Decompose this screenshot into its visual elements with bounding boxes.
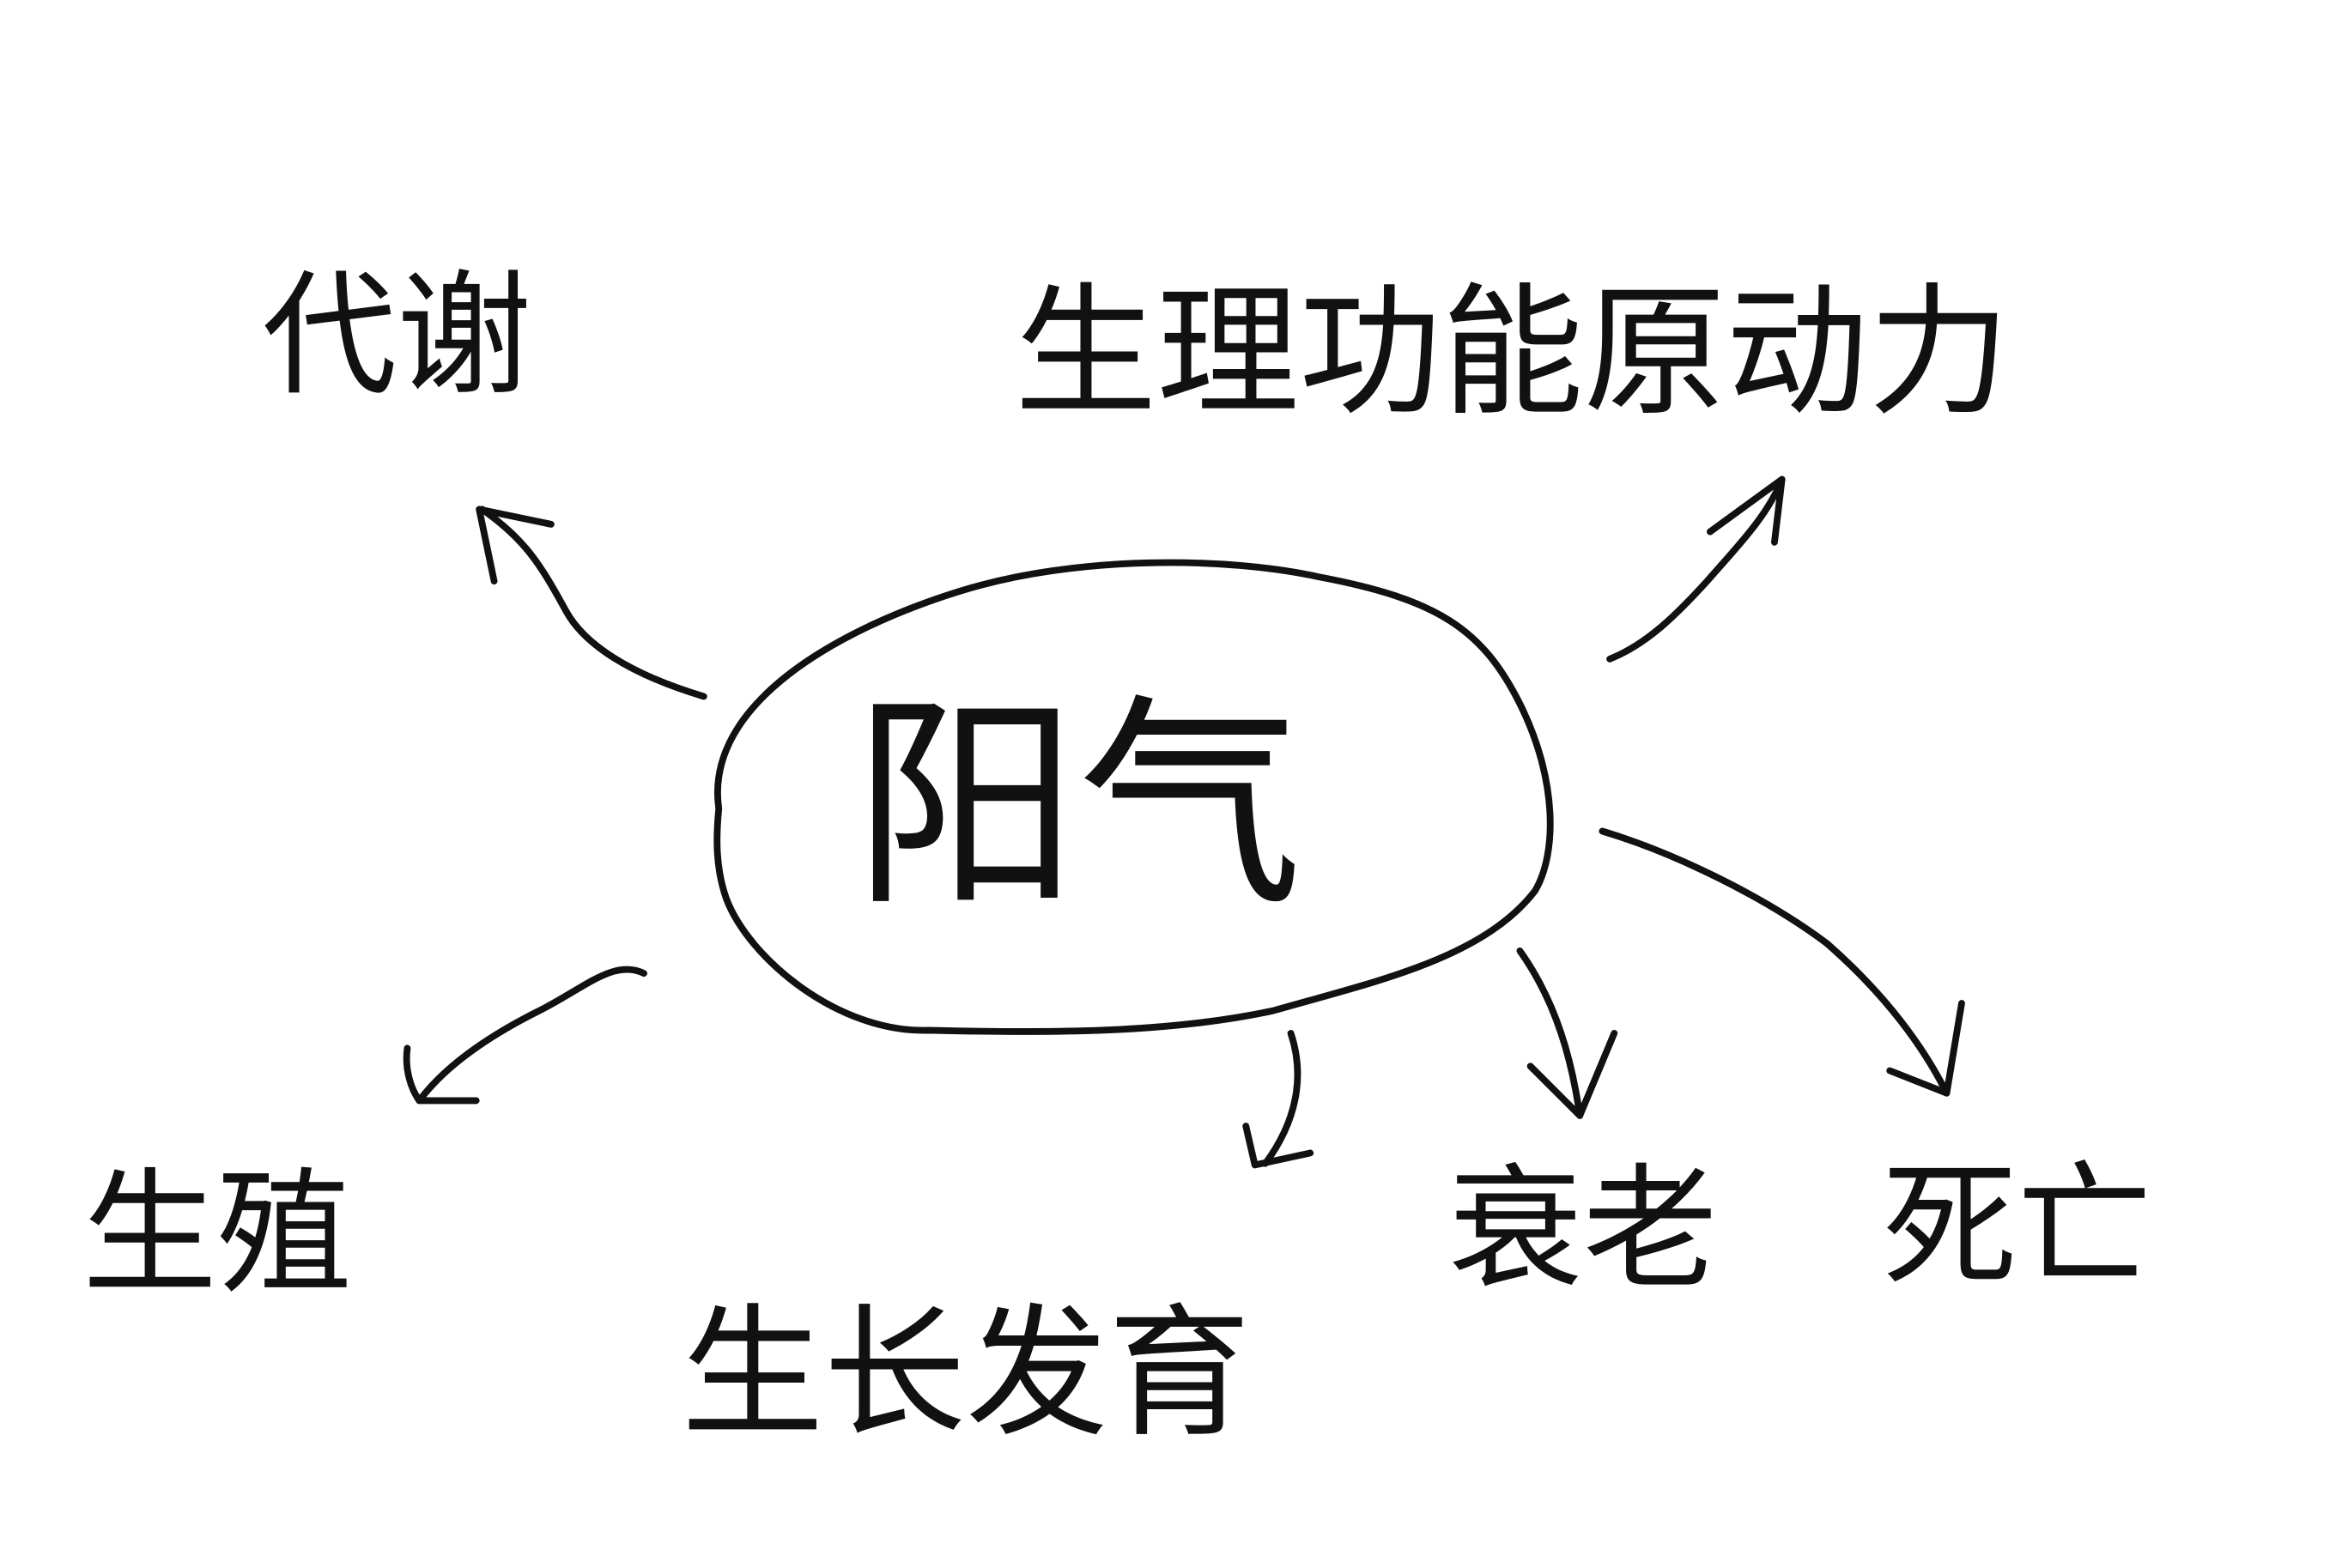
arrow-to-death: [1599, 827, 1965, 1097]
label-aging: 衰老: [1448, 1151, 1718, 1308]
label-metabolism: 代谢: [262, 257, 531, 415]
arrow-to-metabolism: [476, 506, 707, 700]
label-death: 死亡: [1883, 1148, 2152, 1305]
center-label: 阳气: [853, 675, 1302, 936]
arrow-to-aging: [1516, 947, 1618, 1119]
arrow-to-growth-development: [1242, 1029, 1314, 1169]
label-reproduction: 生殖: [82, 1156, 352, 1313]
center-ellipse: [713, 559, 1554, 1035]
label-physiological-driving-force: 生理功能原动力: [1015, 270, 2011, 436]
label-growth-development: 生长发育: [682, 1291, 1251, 1456]
arrow-to-reproduction: [403, 966, 647, 1105]
arrow-to-physiological-driving-force: [1606, 475, 1786, 663]
